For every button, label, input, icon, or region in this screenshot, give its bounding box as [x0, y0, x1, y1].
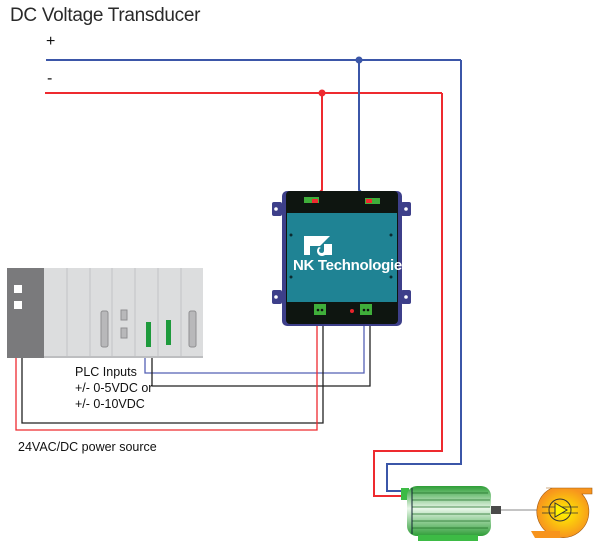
- transducer-face: [287, 213, 397, 302]
- plc-indicator: [14, 301, 22, 309]
- plc-connector: [188, 310, 197, 348]
- plc-port: [120, 327, 128, 339]
- pump-arrow-icon: [554, 502, 568, 518]
- power-ground-wire: [21, 316, 324, 424]
- status-led: [350, 309, 354, 313]
- input-terminal-positive: [365, 198, 380, 204]
- nk-logo-icon: [304, 236, 332, 256]
- plc-indicator: [14, 285, 22, 293]
- negative-junction: [318, 89, 326, 97]
- plc-label-line: +/- 0-5VDC or: [75, 381, 153, 395]
- input-terminal-negative: [304, 197, 319, 203]
- plc-connector: [100, 310, 109, 348]
- plc-port: [120, 309, 128, 321]
- motor-negative-wire: [373, 93, 443, 497]
- power-supply-wire: [15, 316, 318, 431]
- power-source-label: 24VAC/DC power source: [18, 440, 157, 454]
- positive-junction: [355, 56, 363, 64]
- positive-bus-label: +: [46, 33, 56, 50]
- output-terminal: [360, 304, 372, 315]
- diagram-title: DC Voltage Transducer: [10, 5, 201, 26]
- motor: [401, 486, 538, 541]
- plc-label-line: +/- 0-10VDC: [75, 397, 145, 411]
- motor-shaft: [491, 506, 501, 514]
- nk-transducer: [272, 191, 411, 326]
- pump: [531, 487, 593, 538]
- power-terminal: [314, 304, 326, 315]
- motor-positive-wire: [386, 60, 462, 492]
- brand-label: NK Technologies: [293, 257, 410, 274]
- negative-bus-label: -: [47, 70, 53, 87]
- negative-tap-wire: [313, 93, 323, 199]
- plc-inputs-label: PLC Inputs +/- 0-5VDC or +/- 0-10VDC: [75, 364, 152, 412]
- plc-label-line: PLC Inputs: [75, 365, 137, 379]
- plc-terminal: [166, 320, 171, 345]
- signal-wire: [144, 316, 365, 374]
- plc-input-terminal: [146, 322, 151, 347]
- plc-rack: [7, 268, 203, 358]
- plc-power-module: [7, 268, 44, 358]
- signal-ground-wire: [151, 316, 371, 387]
- positive-tap-wire: [358, 60, 368, 199]
